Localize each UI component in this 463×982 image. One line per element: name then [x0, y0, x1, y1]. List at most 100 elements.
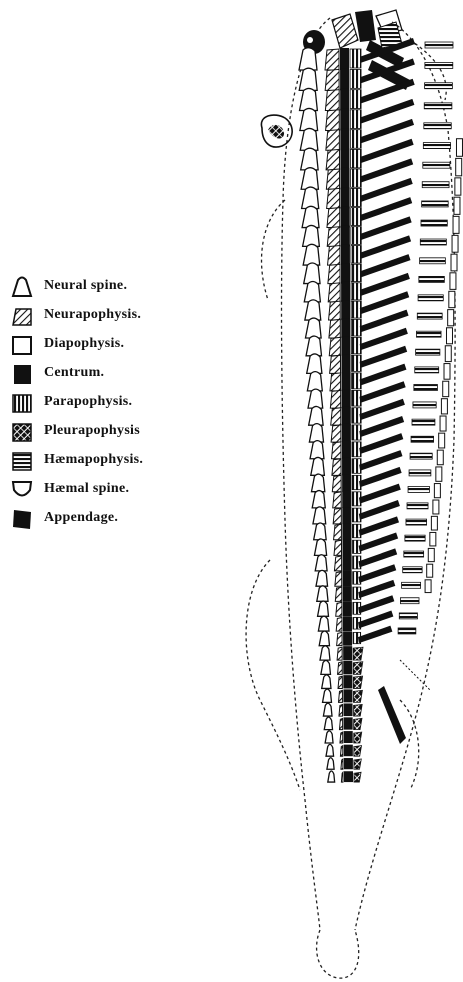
- neural-spine: [300, 88, 318, 110]
- neural-spine: [303, 244, 320, 265]
- haemal-spine: [453, 216, 459, 233]
- centrum: [342, 441, 351, 459]
- centrum: [343, 616, 352, 631]
- haemapophysis: [353, 647, 363, 660]
- haemal-spine: [443, 381, 449, 396]
- haemal-spine: [437, 450, 443, 465]
- legend-label: Diapophysis.: [44, 336, 124, 352]
- neural-spine: [323, 689, 332, 702]
- neural-spine: [315, 555, 327, 571]
- parapophysis: [351, 283, 361, 300]
- neural-spine: [319, 631, 329, 646]
- neural-spine: [302, 206, 319, 227]
- centrum: [343, 601, 352, 616]
- legend-item-parapophysis: Parapophysis.: [10, 390, 210, 419]
- centrum: [343, 571, 352, 587]
- parapophysis: [352, 373, 362, 389]
- neurapophysis: [328, 264, 340, 283]
- haemapophysis: [354, 704, 363, 716]
- pleurapophysis-icon: [10, 421, 34, 443]
- haemapophysis: [422, 201, 449, 207]
- haemapophysis: [423, 162, 450, 168]
- haemapophysis: [399, 613, 417, 619]
- pleurapophysis: [360, 197, 412, 221]
- centrum: [342, 424, 351, 442]
- centrum: [340, 89, 349, 111]
- parapophysis: [351, 208, 362, 226]
- haemal-spine: [441, 399, 447, 414]
- haemapophysis: [425, 42, 453, 48]
- centrum: [344, 745, 353, 757]
- neurapophysis: [339, 704, 343, 716]
- neurapophysis: [336, 617, 342, 631]
- centrum: [342, 491, 351, 508]
- legend-label: Hæmal spine.: [44, 481, 129, 497]
- neural-spine: [304, 282, 320, 302]
- haemal-spine: [452, 235, 458, 252]
- neurapophysis: [335, 587, 342, 601]
- neurapophysis: [333, 508, 341, 524]
- legend-item-diapophysis: Diapophysis.: [10, 332, 210, 361]
- neurapophysis: [325, 90, 339, 111]
- neural-spine: [312, 491, 325, 508]
- neural-spine: [316, 570, 328, 586]
- neural-spine: [313, 507, 326, 524]
- haemal-spine: [433, 500, 439, 514]
- pleurapophysis: [358, 626, 392, 643]
- neural-spine: [320, 646, 330, 660]
- neural-spine: [309, 424, 323, 442]
- haemapophysis: [409, 470, 431, 476]
- haemal-spine: [425, 580, 431, 593]
- haemal-spine: [440, 416, 446, 431]
- haemal-spine: [451, 254, 457, 271]
- neurapophysis: [341, 759, 343, 769]
- centrum: [343, 631, 352, 645]
- parapophysis: [351, 355, 361, 371]
- pleurapophysis: [360, 178, 413, 202]
- haemapophysis: [413, 402, 436, 408]
- centrum: [341, 168, 350, 189]
- neural-spine: [318, 616, 329, 631]
- parapophysis: [350, 110, 361, 129]
- haemapophysis-icon: [10, 450, 34, 472]
- neurapophysis: [329, 301, 341, 320]
- parapophysis: [351, 169, 362, 187]
- neural-spine: [302, 187, 319, 208]
- neurapophysis: [330, 355, 341, 373]
- haemal-spine: [430, 532, 436, 545]
- haemapophysis: [414, 384, 438, 390]
- neurapophysis-icon: [10, 305, 34, 327]
- neurapophysis: [338, 662, 343, 675]
- neural-spine: [299, 48, 317, 70]
- pleurapophysis: [359, 516, 399, 536]
- pleurapophysis: [359, 484, 401, 504]
- centrum: [342, 523, 351, 539]
- centrum: [344, 703, 353, 716]
- parapophysis: [351, 227, 361, 245]
- haemapophysis: [417, 313, 442, 319]
- centrum: [343, 586, 352, 601]
- haemal-spine-icon: [10, 479, 34, 501]
- legend-label: Parapophysis.: [44, 394, 132, 410]
- haemal-spine: [448, 310, 454, 326]
- neurapophysis: [339, 718, 342, 729]
- legend-item-appendage: Appendage.: [10, 506, 210, 535]
- parapophysis: [350, 69, 361, 88]
- pleurapophysis: [359, 467, 402, 487]
- pleurapophysis: [358, 611, 393, 629]
- centrum: [341, 245, 350, 266]
- pleurapophysis: [360, 310, 409, 333]
- parapophysis: [351, 188, 362, 206]
- haemapophysis: [354, 718, 362, 729]
- pelvic-appendage: [378, 686, 406, 744]
- centrum: [340, 48, 349, 70]
- centrum: [340, 109, 349, 131]
- neural-spine: [300, 108, 318, 130]
- neurapophysis: [334, 524, 342, 539]
- neurapophysis: [341, 772, 343, 782]
- neurapophysis: [329, 337, 340, 355]
- pleurapophysis: [360, 328, 408, 350]
- neural-spine: [326, 744, 334, 756]
- haemal-spine: [456, 139, 462, 157]
- centrum: [340, 68, 349, 90]
